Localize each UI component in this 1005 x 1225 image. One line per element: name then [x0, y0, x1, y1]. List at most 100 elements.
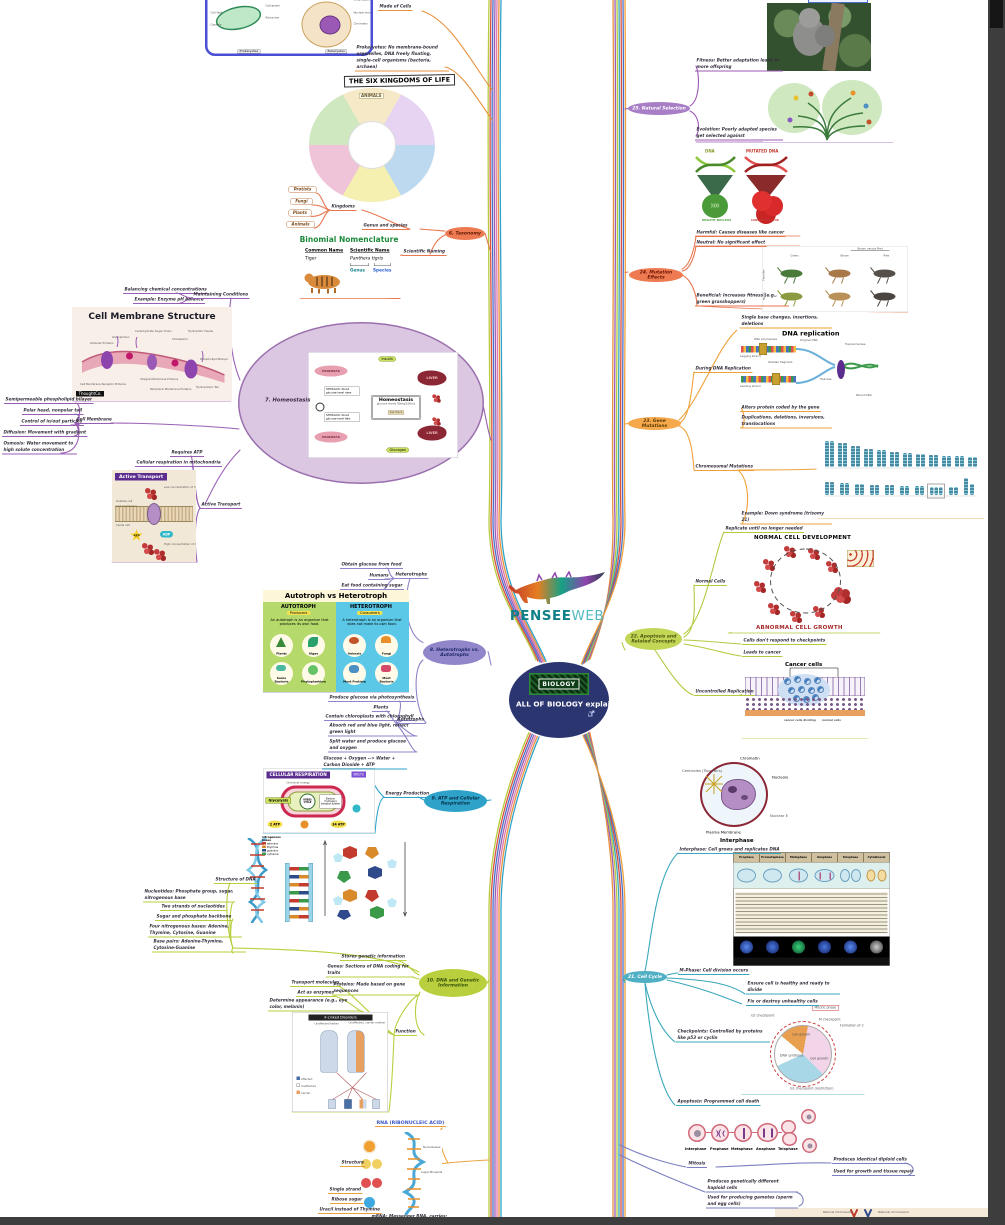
- node-rna-structure[interactable]: Structure: [340, 1159, 366, 1168]
- node-checkpoints-p53[interactable]: Checkpoints: Controlled by proteins like…: [676, 1028, 770, 1043]
- node-genus-species[interactable]: Genus and species: [362, 222, 410, 231]
- node-interphase-note[interactable]: Interphase: Cell grows and replicates DN…: [678, 846, 782, 855]
- node-haploid-cells[interactable]: Produces genetically different haploid c…: [706, 1178, 798, 1193]
- node-mitosis[interactable]: Mitosis: [687, 1160, 707, 1169]
- topic-21-cell-cycle[interactable]: 21. Cell Cycle: [623, 971, 667, 983]
- node-control-particles[interactable]: Control of in/out particles: [20, 418, 84, 427]
- node-stores-info[interactable]: Stores genetic information: [340, 953, 407, 962]
- node-ensure-healthy[interactable]: Ensure cell is healthy and ready to divi…: [746, 980, 840, 995]
- node-four-bases[interactable]: Four nitrogenous bases: Adenine, Thymine…: [148, 923, 242, 938]
- homeostasis-diagram-image[interactable]: Homeostasis glucose levels 90mg/100mL Se…: [308, 352, 458, 458]
- dna-vs-mutated-dna-image[interactable]: DNA MUTATED DNA )))) HEALTHY NUCLEUS CAN…: [688, 148, 802, 228]
- node-transport-molecules[interactable]: Transport molecules: [290, 979, 341, 988]
- topic-22-apoptosis[interactable]: 22. Apoptosis and Related Concepts: [625, 628, 682, 650]
- node-nucleotides[interactable]: Nucleotides: Phosphate group, sugar, nit…: [143, 888, 235, 903]
- central-topic-node[interactable]: BIOLOGY ALL OF BIOLOGY explained in 17 M…: [509, 662, 683, 738]
- mitosis-phases-table-image[interactable]: Prophase Prometaphase Metaphase Anaphase…: [733, 852, 890, 966]
- grasshoppers-image[interactable]: Brown versus Pied Green Brown Pied Femal…: [762, 246, 908, 312]
- node-split-water[interactable]: Split water and produce glucose and oxyg…: [328, 738, 416, 753]
- node-semipermeable[interactable]: Semipermeable phospholipid bilayer: [4, 396, 94, 405]
- node-balancing[interactable]: Balancing chemical concentrations: [123, 286, 209, 295]
- node-replicate-until[interactable]: Replicate until no longer needed: [724, 525, 805, 534]
- karyotype-image[interactable]: [818, 430, 984, 518]
- node-maintaining-conditions[interactable]: Maintaining Conditions: [192, 291, 250, 300]
- mitosis-stages-image[interactable]: Interphase Prophase Metaphase Anaphase T…: [675, 1106, 840, 1158]
- node-prokaryote-note[interactable]: Prokaryotes: No membrane-bound organelle…: [355, 44, 449, 72]
- dna-replication-image[interactable]: DNA replication DNA polymerase Original …: [737, 328, 881, 408]
- koala-photo[interactable]: [767, 3, 871, 71]
- node-uncontrolled-replication[interactable]: Uncontrolled Replication: [694, 688, 756, 697]
- autotroph-heterotroph-image[interactable]: Autotroph vs Heterotroph AUTOTROPH HETER…: [263, 590, 409, 692]
- topic-6-taxonomy[interactable]: 6. Taxonomy: [445, 227, 485, 240]
- tree-of-life-image[interactable]: [763, 78, 893, 142]
- node-obtain-glucose[interactable]: Obtain glucose from food: [340, 561, 403, 570]
- node-neutral[interactable]: Neutral: No significant effect: [695, 239, 767, 248]
- node-two-strands[interactable]: Two strands of nucleotides: [160, 903, 227, 912]
- rna-structure-image[interactable]: Nucleobases Sugar-Phosphate backbone: [350, 1130, 442, 1217]
- scrollbar-thumb[interactable]: [990, 0, 1003, 28]
- dna-helix-image[interactable]: [240, 838, 276, 923]
- dna-chemical-structure-image[interactable]: [320, 836, 410, 922]
- node-single-base-changes[interactable]: Single base changes, insertions, deletio…: [740, 314, 832, 329]
- node-mphase[interactable]: M-Phase: Cell division occurs: [678, 967, 750, 976]
- node-down-syndrome[interactable]: Example: Down syndrome (trisomy 21): [740, 510, 832, 525]
- active-transport-image[interactable]: Active Transport Low concentration of mo…: [112, 470, 196, 562]
- kingdom-protists[interactable]: Protists: [288, 186, 317, 193]
- node-chromosomal-mutations[interactable]: Chromosomal Mutations: [694, 463, 755, 472]
- external-link-icon[interactable]: [588, 710, 595, 717]
- kingdom-animals[interactable]: Animals: [286, 221, 315, 228]
- six-kingdoms-wheel-image[interactable]: ANIMALS: [309, 88, 435, 202]
- node-base-pairs[interactable]: Base pairs: Adenine-Thymine, Cytosine-Gu…: [152, 938, 246, 953]
- node-cell-membrane[interactable]: Cell Membrane: [75, 416, 114, 425]
- node-energy-production[interactable]: Energy Production: [384, 790, 431, 799]
- topic-9-atp-cellular-respiration[interactable]: 9. ATP and Cellular Respiration: [424, 790, 487, 812]
- node-autotrophs[interactable]: Autotrophs: [396, 716, 426, 725]
- node-genes[interactable]: Genes: Sections of DNA coding for traits: [326, 963, 414, 978]
- node-proteins[interactable]: Proteins: Made based on gene sequences: [332, 981, 420, 996]
- node-fix-destroy[interactable]: Fix or destroy unhealthy cells: [746, 998, 820, 1007]
- node-heterotrophs[interactable]: Heterotrophs: [394, 571, 429, 580]
- node-active-transport[interactable]: Active Transport: [200, 501, 242, 510]
- node-no-checkpoint-response[interactable]: Cells don't respond to checkpoints: [742, 637, 827, 646]
- node-made-of-cells[interactable]: Made of Cells: [378, 3, 413, 12]
- topic-7-homeostasis-label[interactable]: 7. Homeostasis: [265, 397, 311, 403]
- rna-title[interactable]: RNA (RIBONUCLEIC ACID): [375, 1120, 446, 1127]
- node-growth-repair[interactable]: Used for growth and tissue repair: [832, 1168, 915, 1177]
- node-kingdoms[interactable]: Kingdoms: [330, 203, 357, 212]
- node-beneficial[interactable]: Beneficial: Increases fitness (e.g., gre…: [695, 292, 789, 307]
- node-during-dna-replication[interactable]: During DNA Replication: [694, 365, 753, 374]
- node-function[interactable]: Function: [394, 1028, 418, 1037]
- interphase-nucleus-image[interactable]: Chromatin Centrioles (Two Pairs) Nucleol…: [682, 755, 788, 845]
- node-cellular-respiration-mito[interactable]: Cellular respiration in mitochondria: [135, 459, 223, 468]
- node-uracil[interactable]: Uracil instead of Thymine: [318, 1206, 382, 1215]
- node-requires-atp[interactable]: Requires ATP: [170, 449, 204, 458]
- cell-types-image[interactable]: Nucleoid (DNA) Cell Wall Capsule Cytopla…: [205, 0, 373, 56]
- node-sugar-phosphate[interactable]: Sugar and phosphate backbone: [155, 913, 233, 922]
- cell-cycle-checkpoint-image[interactable]: Mitotic phase G2 checkpoint M checkpoint…: [742, 1002, 864, 1094]
- node-glucose-equation[interactable]: Glucose + Oxygen --> Water + Carbon Diox…: [322, 755, 407, 770]
- node-fitness[interactable]: Fitness: Better adaptation leads to more…: [695, 57, 783, 72]
- cancer-cells-image[interactable]: Cancer cells cancer cells dividing norma…: [742, 660, 868, 738]
- normal-cell-development-image[interactable]: NORMAL CELL DEVELOPMENT ABNORMAL CELL GR…: [728, 533, 880, 632]
- node-diffusion[interactable]: Diffusion: Movement with gradient: [2, 429, 88, 438]
- node-scientific-naming[interactable]: Scientific Naming: [402, 248, 447, 257]
- node-humans[interactable]: Humans: [368, 572, 391, 581]
- node-leads-to-cancer[interactable]: Leads to cancer: [742, 649, 783, 658]
- kingdom-fungi[interactable]: Fungi: [290, 198, 313, 205]
- node-eat-food[interactable]: Eat food containing sugar: [340, 582, 404, 591]
- topic-25-natural-selection[interactable]: 25. Natural Selection: [628, 102, 690, 115]
- topic-24-mutation-effects[interactable]: 24. Mutation Effects: [629, 268, 683, 282]
- node-duplications[interactable]: Duplications, deletions, inversions, tra…: [740, 414, 832, 429]
- node-alters-protein[interactable]: Alters protein coded by the gene: [740, 404, 821, 413]
- x-linked-inheritance-image[interactable]: X-Linked Disorders Unaffected father Una…: [292, 1012, 388, 1112]
- cell-membrane-image[interactable]: Cell Membrane Structure Carbohydrate Sug…: [72, 307, 232, 401]
- node-example-ph[interactable]: Example: Enzyme pH balance: [133, 296, 206, 305]
- topic-8-heterotrophs-autotrophs[interactable]: 8. Heterotrophs vs. Autotrophs: [423, 640, 486, 665]
- kingdom-plants[interactable]: Plants: [288, 209, 312, 217]
- node-gametes[interactable]: Used for producing gametes (sperm and eg…: [706, 1194, 798, 1209]
- cellular-respiration-image[interactable]: CELLULAR RESPIRATION BYJU'S Chemical ene…: [263, 768, 375, 833]
- node-harmful[interactable]: Harmful: Causes diseases like cancer: [695, 229, 786, 238]
- dna-ladder-image[interactable]: [285, 863, 313, 922]
- binomial-nomenclature-image[interactable]: Binomial Nomenclature Common Name Tiger …: [298, 232, 400, 298]
- topic-10-dna-genetic-information[interactable]: 10. DNA and Genetic Information: [419, 969, 487, 997]
